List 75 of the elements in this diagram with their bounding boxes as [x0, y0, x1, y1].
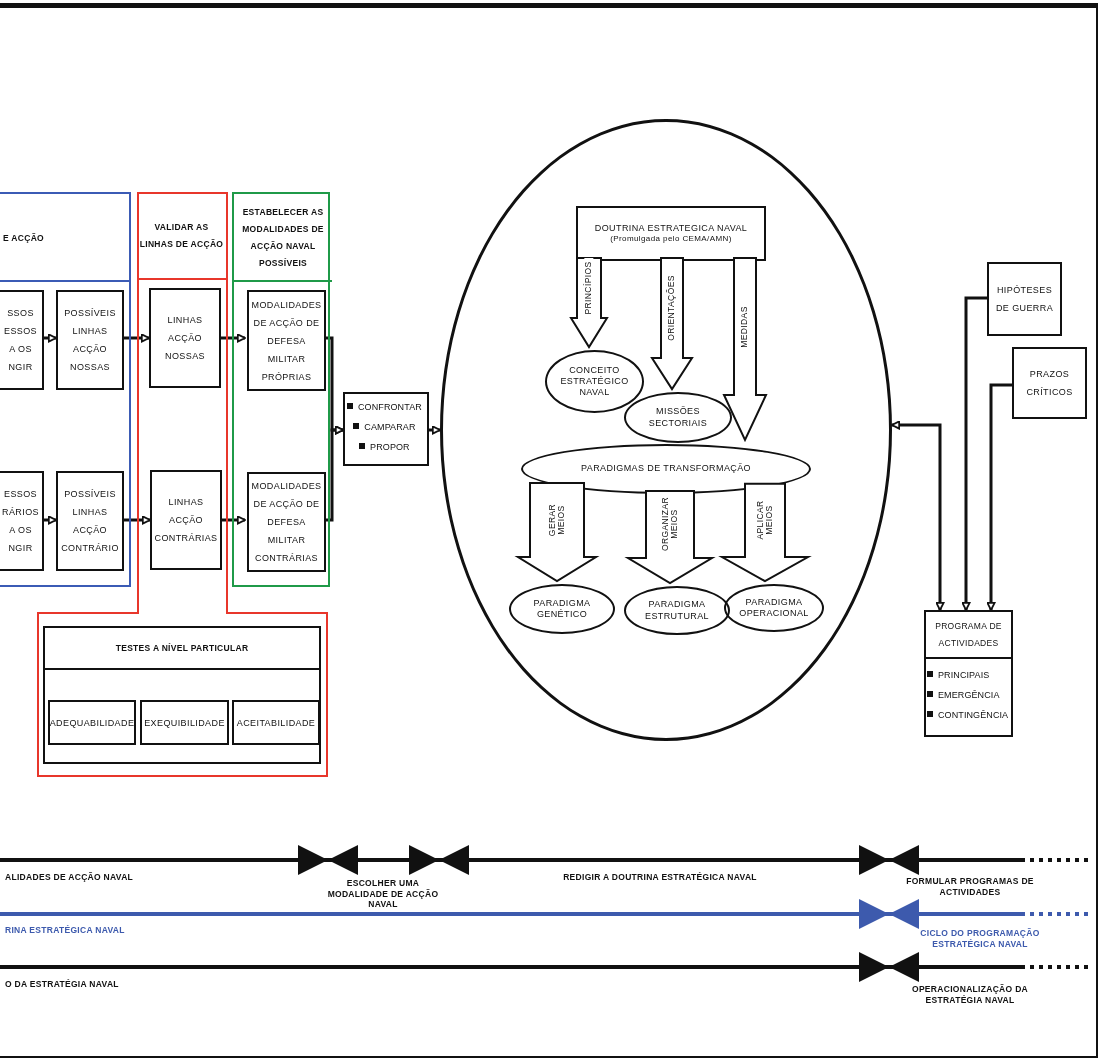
timeline-label: OPERACIONALIZAÇÃO DA ESTRATÉGIA NAVAL	[911, 984, 1029, 1006]
ellipse-label: PARADIGMA ESTRUTURAL	[644, 599, 710, 622]
arrow	[961, 296, 987, 611]
arrow	[891, 420, 945, 611]
process-box	[56, 290, 124, 390]
process-box	[232, 700, 320, 745]
group-frame	[0, 192, 131, 587]
list-item: CONFRONTAR	[347, 397, 422, 417]
list-item: EMERGÊNCIA	[927, 685, 1009, 705]
ellipse-label: PARADIGMA OPERACIONAL	[738, 596, 810, 620]
ellipse-label: MISSÕES SECTORIAIS	[647, 406, 709, 429]
group-title: ESTABELECER AS MODALIDADES DE ACÇÃO NAVAL POSSÍVEIS	[241, 206, 325, 270]
ellipse-label: CONCEITO ESTRATÉGICO NAVAL	[559, 364, 630, 399]
arrow	[429, 425, 441, 435]
box-label: EXEQUIBILIDADE	[144, 716, 225, 730]
arrow	[221, 333, 246, 343]
process-box	[150, 470, 222, 570]
box-label: PRAZOS CRÍTICOS	[1025, 368, 1074, 399]
ellipse-node	[724, 584, 824, 632]
timeline-label: REDIGIR A DOUTRINA ESTRATÉGICA NAVAL	[562, 872, 758, 883]
process-box	[56, 471, 124, 571]
ellipse-node	[509, 584, 615, 634]
arrow	[44, 333, 57, 343]
ellipse-node	[545, 350, 644, 413]
box-label: MODALIDADES DE ACÇÃO DE DEFESA MILITAR PRÓPRIAS	[251, 298, 322, 384]
panel-title: TESTES A NÍVEL PARTICULAR	[115, 641, 249, 655]
panel	[43, 626, 321, 764]
box-label: ESSOS RÁRIOS A OS NGIR	[2, 488, 39, 555]
process-box	[987, 262, 1062, 336]
timeline-label: ESCOLHER UMA MODALIDADE DE ACÇÃO NAVAL	[326, 878, 440, 910]
ellipse-label: PARADIGMA GENÉTICO	[532, 597, 592, 621]
process-box	[0, 471, 44, 571]
process-box	[48, 700, 136, 745]
box-label: HIPÓTESES DE GUERRA	[994, 284, 1055, 315]
timeline-label: O DA ESTRATÉGIA NAVAL	[5, 979, 119, 990]
timeline-label: ALIDADES DE ACÇÃO NAVAL	[5, 872, 134, 883]
arrow	[222, 515, 246, 525]
group-title: E ACÇÃO	[3, 231, 44, 245]
box-label: LINHAS ACÇÃO NOSSAS	[164, 314, 206, 363]
list-box	[924, 610, 1013, 737]
process-box	[247, 472, 326, 572]
list-item: CAMPARAR	[347, 417, 422, 437]
box-label: ACEITABILIDADE	[236, 716, 316, 730]
timeline-label: CICLO DO PROGRAMAÇÃO ESTRATÉGICA NAVAL	[919, 928, 1041, 950]
timeline-label: FORMULAR PROGRAMAS DE ACTIVIDADES	[905, 876, 1035, 898]
list-box	[343, 392, 429, 466]
group-frame	[232, 192, 330, 587]
arrow	[44, 515, 57, 525]
process-box	[247, 290, 326, 391]
ellipse-label: PARADIGMAS DE TRANSFORMAÇÃO	[580, 463, 752, 475]
box-label: POSSÍVEIS LINHAS ACÇÃO CONTRÁRIO	[61, 488, 119, 555]
process-box	[0, 290, 44, 390]
arrow	[324, 425, 344, 522]
edge-label: ORGANIZAR MEIOS	[660, 497, 680, 552]
box-label: SSOS ESSOS A OS NGIR	[3, 307, 38, 374]
box-label: DOUTRINA ESTRATEGICA NAVAL	[594, 222, 748, 235]
box-label: ADEQUABILIDADE	[49, 716, 135, 730]
arrow	[986, 383, 1012, 611]
list-item: PRINCIPAIS	[927, 665, 1009, 685]
block-arrow	[514, 482, 600, 583]
box-label: MODALIDADES DE ACÇÃO DE DEFESA MILITAR CONTRÁRIAS	[251, 480, 322, 565]
ellipse-node	[624, 586, 730, 635]
group-title: VALIDAR AS LINHAS DE ACÇÃO	[139, 221, 224, 251]
box-label: PROGRAMA DE ACTIVIDADES	[934, 619, 1003, 650]
list-item: CONTINGÊNCIA	[927, 705, 1009, 725]
process-box	[140, 700, 229, 745]
arrow	[124, 333, 150, 343]
box-subtitle: (Promulgada pelo CEMA/AMN)	[610, 234, 732, 245]
timeline-label: RINA ESTRATÉGICA NAVAL	[5, 925, 125, 936]
box-label: LINHAS ACÇÃO CONTRÁRIAS	[154, 496, 218, 545]
process-box	[1012, 347, 1087, 419]
process-box	[149, 288, 221, 388]
arrow	[124, 515, 151, 525]
list-item: PROPOR	[347, 437, 422, 457]
box-label: POSSÍVEIS LINHAS ACÇÃO NOSSAS	[63, 307, 117, 374]
